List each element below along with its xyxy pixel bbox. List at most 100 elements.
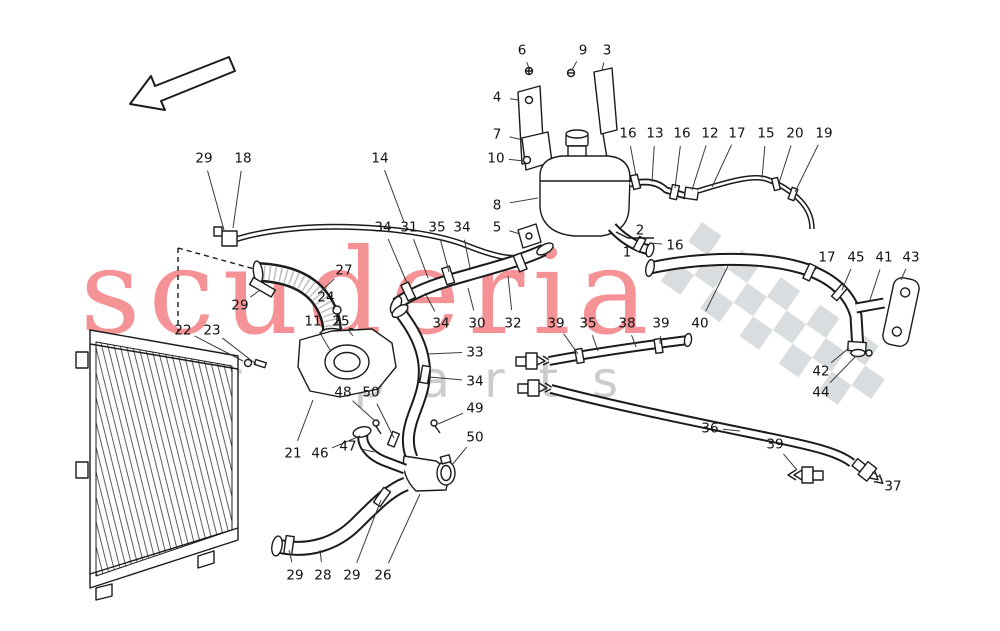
part-number-label: 43 xyxy=(902,250,919,266)
pipe-flange xyxy=(882,277,920,347)
leader-line xyxy=(651,145,655,183)
leader-line xyxy=(317,278,335,295)
checker-square xyxy=(772,310,807,344)
part-number-label: 29 xyxy=(286,568,303,584)
leader-line xyxy=(571,61,578,71)
leader-line xyxy=(794,144,819,193)
part-number-label: 37 xyxy=(884,479,901,495)
part-number-label: 50 xyxy=(466,430,483,446)
leader-line xyxy=(232,170,242,229)
part-number-label: 6 xyxy=(518,43,527,59)
part-number-label: 34 xyxy=(374,220,391,236)
leader-line xyxy=(387,238,408,284)
part-number-label: 9 xyxy=(579,43,588,59)
tank-bracket-right xyxy=(593,67,618,135)
part-number-label: 25 xyxy=(332,314,349,330)
leader-line xyxy=(674,145,681,189)
leader-line xyxy=(250,289,261,298)
radiator-bracket xyxy=(75,351,89,369)
leader-line xyxy=(783,453,798,471)
leader-line xyxy=(348,330,354,337)
leader-line xyxy=(413,239,429,279)
heater-return-pipe xyxy=(645,252,920,358)
radiator-bottom-hose xyxy=(271,476,409,557)
part-number-label: 16 xyxy=(619,126,636,142)
pump-to-tank-hose xyxy=(389,242,554,315)
direction-arrow xyxy=(129,56,236,111)
part-number-label: 5 xyxy=(493,220,502,236)
part-number-label: 45 xyxy=(847,250,864,266)
part-number-label: 24 xyxy=(317,290,334,306)
leader-line xyxy=(467,287,475,311)
radiator-bracket xyxy=(75,461,89,479)
checker-square xyxy=(700,288,734,323)
leader-line xyxy=(629,145,637,177)
leader-line xyxy=(509,230,521,235)
diagram-line-art xyxy=(75,56,920,601)
part-number-label: 35 xyxy=(428,220,445,236)
part-number-label: 28 xyxy=(314,568,331,584)
part-number-label: 2 xyxy=(636,223,645,239)
part-number-label: 36 xyxy=(701,421,718,437)
part-number-label: 31 xyxy=(400,220,417,236)
leader-line xyxy=(319,331,331,351)
part-number-label: 22 xyxy=(174,323,191,339)
part-number-label: 49 xyxy=(466,401,483,417)
part-number-label: 3 xyxy=(603,43,612,59)
checkered-flag-watermark xyxy=(660,222,885,405)
checker-square xyxy=(733,282,767,317)
hose-clamp xyxy=(248,276,276,298)
part-number-label: 8 xyxy=(493,198,502,214)
leader-line xyxy=(206,170,225,231)
leader-line xyxy=(841,268,852,291)
checker-square xyxy=(766,277,801,311)
checker-square xyxy=(806,304,840,339)
part-number-label: 40 xyxy=(691,316,708,332)
part-number-label: 34 xyxy=(453,220,470,236)
drain-hose-lower xyxy=(517,379,884,485)
tank-overflow-hoses xyxy=(629,173,815,230)
leader-line xyxy=(384,169,405,223)
leader-line xyxy=(509,98,520,101)
part-number-label: 10 xyxy=(487,151,504,167)
part-number-label: 1 xyxy=(623,245,632,261)
leader-line xyxy=(900,268,907,281)
part-number-label: 23 xyxy=(203,323,220,339)
part-number-label: 19 xyxy=(815,126,832,142)
part-number-label: 42 xyxy=(812,364,829,380)
part-number-label: 7 xyxy=(493,127,502,143)
part-number-label: 16 xyxy=(666,238,683,254)
part-number-label: 15 xyxy=(757,126,774,142)
part-number-label: 46 xyxy=(311,446,328,462)
leader-line xyxy=(428,376,463,381)
leader-line xyxy=(812,266,819,273)
leader-line xyxy=(439,239,450,273)
leader-line xyxy=(591,335,599,352)
part-number-label: 11 xyxy=(304,314,321,330)
bypass-hose xyxy=(391,303,432,461)
part-number-label: 39 xyxy=(652,316,669,332)
part-number-label: 33 xyxy=(466,345,483,361)
tank-body xyxy=(539,155,631,237)
leader-line xyxy=(288,549,293,563)
leader-line xyxy=(691,145,707,191)
part-number-label: 32 xyxy=(504,316,521,332)
checker-square xyxy=(739,316,773,350)
expansion-tank xyxy=(517,66,631,237)
part-number-label: 47 xyxy=(339,439,356,455)
leader-line xyxy=(871,471,883,480)
checker-square xyxy=(688,222,722,256)
part-number-label: 38 xyxy=(618,316,635,332)
tank-outlet-hose xyxy=(607,223,655,258)
part-number-label: 48 xyxy=(334,385,351,401)
leader-line xyxy=(563,333,579,355)
part-number-label: 44 xyxy=(812,385,829,401)
tank-support-bracket xyxy=(517,223,542,249)
part-number-label: 35 xyxy=(579,316,596,332)
part-number-label: 18 xyxy=(234,151,251,167)
leader-line xyxy=(722,428,741,432)
leader-line xyxy=(711,144,732,188)
